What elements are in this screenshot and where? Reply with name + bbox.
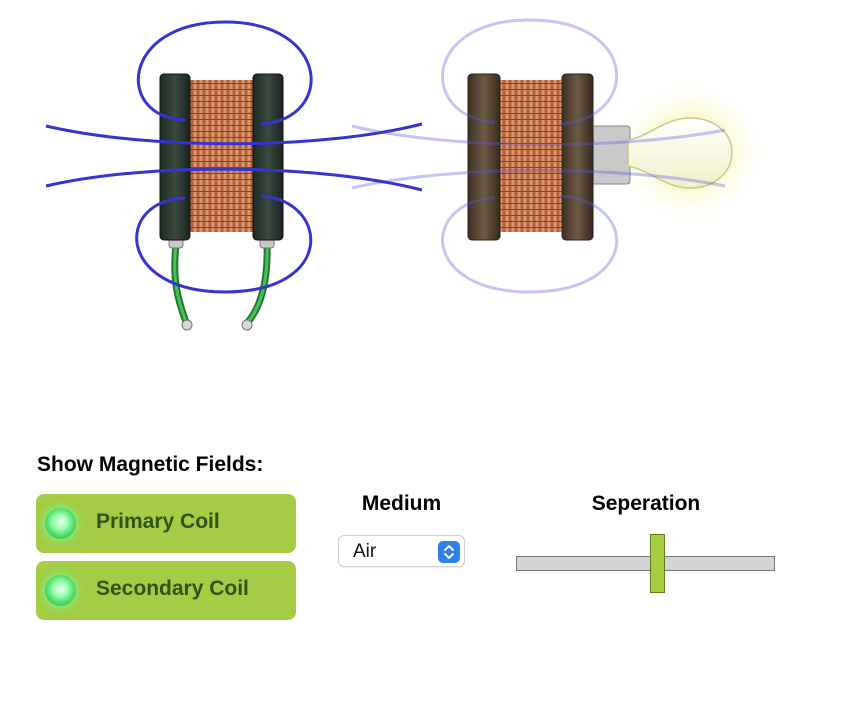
primary-coil-indicator-icon (45, 508, 76, 539)
medium-select[interactable]: Air (338, 535, 465, 567)
show-magnetic-fields-heading: Show Magnetic Fields: (37, 453, 264, 476)
transformer-scene (45, 18, 770, 331)
medium-selected-value: Air (353, 541, 377, 562)
primary-field-lines (45, 20, 423, 294)
secondary-coil-label: Secondary Coil (96, 577, 249, 600)
secondary-coil-indicator-icon (45, 575, 76, 606)
separation-slider-thumb[interactable] (650, 534, 665, 593)
separation-slider-track[interactable] (516, 556, 775, 571)
secondary-field-lines (351, 18, 726, 294)
primary-coil-toggle[interactable]: Primary Coil (36, 494, 296, 553)
select-chevrons-icon (438, 541, 460, 563)
secondary-coil (467, 73, 594, 241)
light-bulb-icon (587, 117, 733, 189)
secondary-coil-toggle[interactable]: Secondary Coil (36, 561, 296, 620)
separation-heading: Seperation (591, 492, 701, 515)
primary-coil-label: Primary Coil (96, 510, 220, 533)
primary-coil (159, 73, 284, 241)
medium-heading: Medium (361, 492, 442, 515)
primary-coil-leads (168, 233, 275, 331)
